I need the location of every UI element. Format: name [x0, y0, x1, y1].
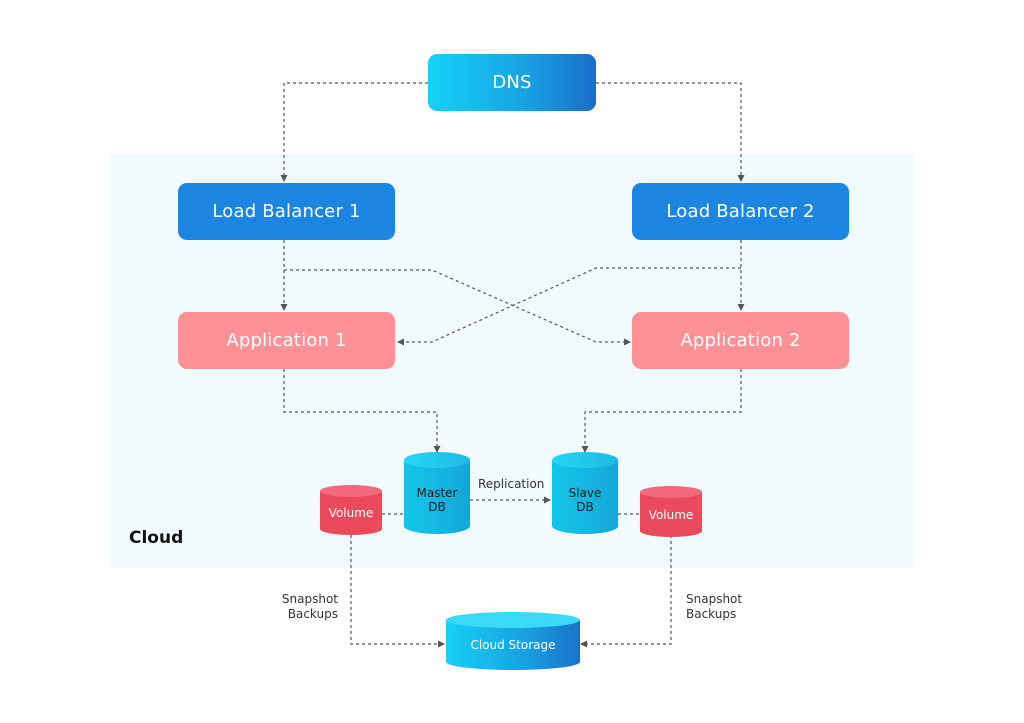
edge-dns-lb2: [596, 82, 745, 182]
slave-db-cylinder: [552, 452, 618, 534]
load-balancer-1-node: Load Balancer 1: [178, 183, 395, 240]
edge-volume-left-storage: [350, 535, 445, 648]
volume-left-label: Volume: [328, 506, 374, 520]
load-balancer-1-label: Load Balancer 1: [212, 201, 361, 222]
load-balancer-2-node: Load Balancer 2: [632, 183, 849, 240]
cloud-storage-label: Cloud Storage: [470, 638, 556, 652]
load-balancer-2-label: Load Balancer 2: [666, 201, 815, 222]
application-2-node: Application 2: [632, 312, 849, 369]
dns-label: DNS: [492, 72, 532, 93]
edge-lb1-app2: [284, 269, 631, 346]
volume-right-label: Volume: [648, 508, 694, 522]
slave-db-label: Slave DB: [568, 486, 602, 514]
application-2-label: Application 2: [680, 330, 801, 351]
edge-dns-lb1: [280, 82, 428, 182]
volume-right-cylinder: [640, 486, 702, 537]
application-1-node: Application 1: [178, 312, 395, 369]
cloud-region-label: Cloud: [129, 528, 184, 548]
snapshot-backups-right-label: Snapshot Backups: [686, 592, 743, 621]
cloud-storage-cylinder: [446, 612, 580, 670]
application-1-label: Application 1: [226, 330, 347, 351]
edge-app2-slave: [581, 369, 742, 453]
volume-left-cylinder: [320, 485, 382, 535]
master-db-label: Master DB: [416, 486, 458, 514]
dns-node: DNS: [428, 54, 596, 111]
master-db-cylinder: [404, 452, 470, 534]
replication-label: Replication: [478, 477, 545, 491]
edge-lb2-app1: [397, 267, 741, 346]
edge-volume-right-storage: [580, 535, 672, 648]
edge-app1-master: [283, 369, 441, 453]
snapshot-backups-left-label: Snapshot Backups: [281, 592, 338, 621]
